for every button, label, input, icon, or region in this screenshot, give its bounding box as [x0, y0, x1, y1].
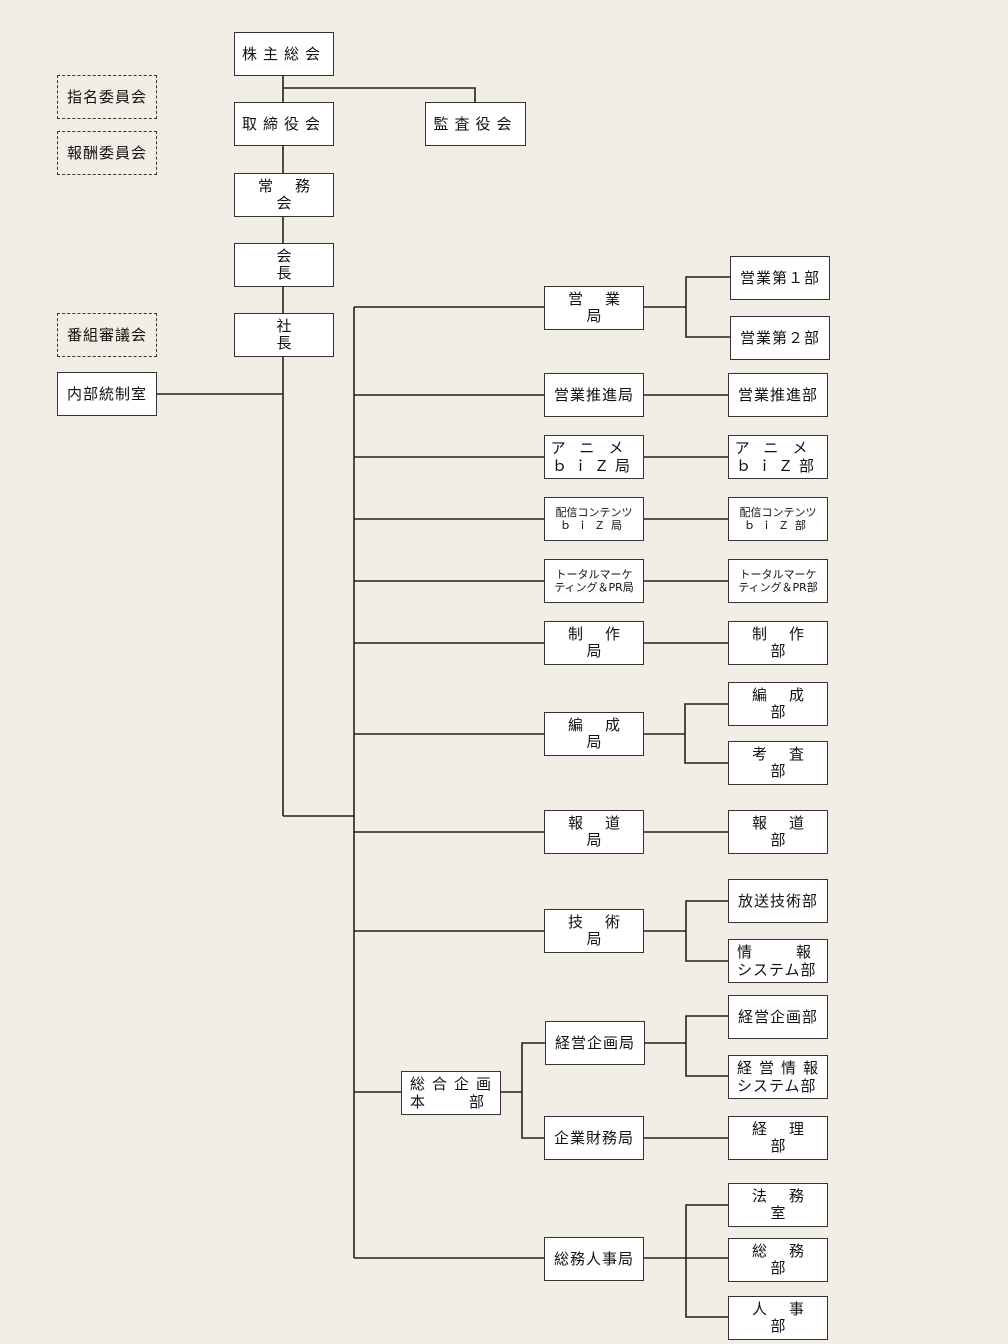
gen-affairs-bureau-box: 総務人事局: [544, 1237, 644, 1281]
mgmt-planning-bureau-box: 経営企画局: [545, 1021, 645, 1065]
sales-dept-2-box: 営業第２部: [730, 316, 830, 360]
sales-promo-bureau-label: 営業推進局: [553, 385, 634, 404]
nomination-committee-label: 指名委員会: [66, 87, 147, 106]
shareholders-box: 株主総会: [234, 32, 334, 76]
internal-control-label: 内部統制室: [66, 384, 147, 403]
sales-dept-1-label: 営業第１部: [739, 268, 820, 287]
review-dept-label: 考査部: [751, 745, 826, 780]
chairman-box: 会長: [234, 243, 334, 287]
legal-office-label: 法務室: [751, 1187, 826, 1222]
compensation-committee-label: 報酬委員会: [66, 143, 147, 162]
anime-bureau-line1: アニメ: [550, 439, 638, 457]
legal-office-box: 法務室: [728, 1183, 828, 1227]
news-dept-label: 報道部: [751, 814, 826, 849]
info-sys-dept-line2: システム部: [737, 961, 817, 979]
broadcast-tech-dept-box: 放送技術部: [728, 879, 828, 923]
content-bureau-line1: 配信コンテンツ: [555, 506, 633, 519]
compensation-committee-box: 報酬委員会: [57, 131, 157, 175]
mgmt-info-dept-line1: 経営情報: [737, 1059, 826, 1077]
program-council-box: 番組審議会: [57, 313, 157, 357]
president-box: 社長: [234, 313, 334, 357]
news-bureau-label: 報道局: [567, 814, 642, 849]
review-dept-box: 考査部: [728, 741, 828, 785]
content-dept-line2: ｂｉＺ部: [744, 519, 812, 532]
content-dept-line1: 配信コンテンツ: [739, 506, 817, 519]
marketing-dept-line1: トータルマーケ: [739, 568, 817, 581]
anime-dept-line2: ｂｉＺ部: [735, 457, 820, 475]
planning-hq-line1: 総合企画: [410, 1075, 499, 1093]
programming-bureau-box: 編成局: [544, 712, 644, 756]
marketing-dept-box: トータルマーケティング＆PR部: [728, 559, 828, 603]
marketing-dept-line2: ティング＆PR部: [738, 581, 818, 594]
auditors-box: 監査役会: [425, 102, 526, 146]
nomination-committee-box: 指名委員会: [57, 75, 157, 119]
anime-dept-line1: アニメ: [734, 439, 822, 457]
sales-dept-1-box: 営業第１部: [730, 256, 830, 300]
accounting-dept-box: 経理部: [728, 1116, 828, 1160]
news-dept-box: 報道部: [728, 810, 828, 854]
gen-affairs-bureau-label: 総務人事局: [553, 1249, 634, 1268]
sales-promo-bureau-box: 営業推進局: [544, 373, 644, 417]
internal-control-box: 内部統制室: [57, 372, 157, 416]
marketing-bureau-line1: トータルマーケ: [555, 568, 633, 581]
production-bureau-label: 制作局: [567, 625, 642, 660]
broadcast-tech-dept-label: 放送技術部: [737, 891, 818, 910]
anime-bureau-line2: ｂｉＺ局: [551, 457, 636, 475]
programming-dept-box: 編成部: [728, 682, 828, 726]
hr-dept-label: 人事部: [751, 1300, 826, 1335]
content-bureau-line2: ｂｉＺ局: [560, 519, 628, 532]
board-label: 取締役会: [241, 114, 326, 133]
finance-bureau-box: 企業財務局: [544, 1116, 644, 1160]
info-sys-dept-line1: 情報: [737, 943, 856, 961]
executive-label: 常務会: [257, 177, 332, 212]
sales-bureau-box: 営業局: [544, 286, 644, 330]
program-council-label: 番組審議会: [66, 325, 147, 344]
executive-box: 常務会: [234, 173, 334, 217]
marketing-bureau-box: トータルマーケティング＆PR局: [544, 559, 644, 603]
mgmt-planning-dept-label: 経営企画部: [737, 1007, 818, 1026]
tech-bureau-box: 技術局: [544, 909, 644, 953]
sales-promo-dept-label: 営業推進部: [737, 385, 818, 404]
mgmt-info-dept-line2: システム部: [737, 1077, 817, 1095]
mgmt-planning-dept-box: 経営企画部: [728, 995, 828, 1039]
news-bureau-box: 報道局: [544, 810, 644, 854]
gen-affairs-dept-label: 総務部: [751, 1242, 826, 1277]
sales-bureau-label: 営業局: [567, 290, 642, 325]
president-label: 社長: [276, 317, 342, 352]
production-dept-box: 制作部: [728, 621, 828, 665]
production-bureau-box: 制作局: [544, 621, 644, 665]
auditors-label: 監査役会: [433, 114, 518, 133]
gen-affairs-dept-box: 総務部: [728, 1238, 828, 1282]
production-dept-label: 制作部: [751, 625, 826, 660]
planning-hq-line2: 本部: [410, 1093, 529, 1111]
info-sys-dept-box: 情報システム部: [728, 939, 828, 983]
accounting-dept-label: 経理部: [751, 1120, 826, 1155]
marketing-bureau-line2: ティング＆PR局: [554, 581, 634, 594]
shareholders-label: 株主総会: [241, 44, 326, 63]
mgmt-planning-bureau-label: 経営企画局: [554, 1033, 635, 1052]
chairman-label: 会長: [276, 247, 342, 282]
programming-bureau-label: 編成局: [567, 716, 642, 751]
finance-bureau-label: 企業財務局: [553, 1128, 634, 1147]
sales-dept-2-label: 営業第２部: [739, 328, 820, 347]
planning-hq-box: 総合企画本部: [401, 1071, 501, 1115]
sales-promo-dept-box: 営業推進部: [728, 373, 828, 417]
board-box: 取締役会: [234, 102, 334, 146]
programming-dept-label: 編成部: [751, 686, 826, 721]
tech-bureau-label: 技術局: [567, 913, 642, 948]
mgmt-info-dept-box: 経営情報システム部: [728, 1055, 828, 1099]
hr-dept-box: 人事部: [728, 1296, 828, 1340]
